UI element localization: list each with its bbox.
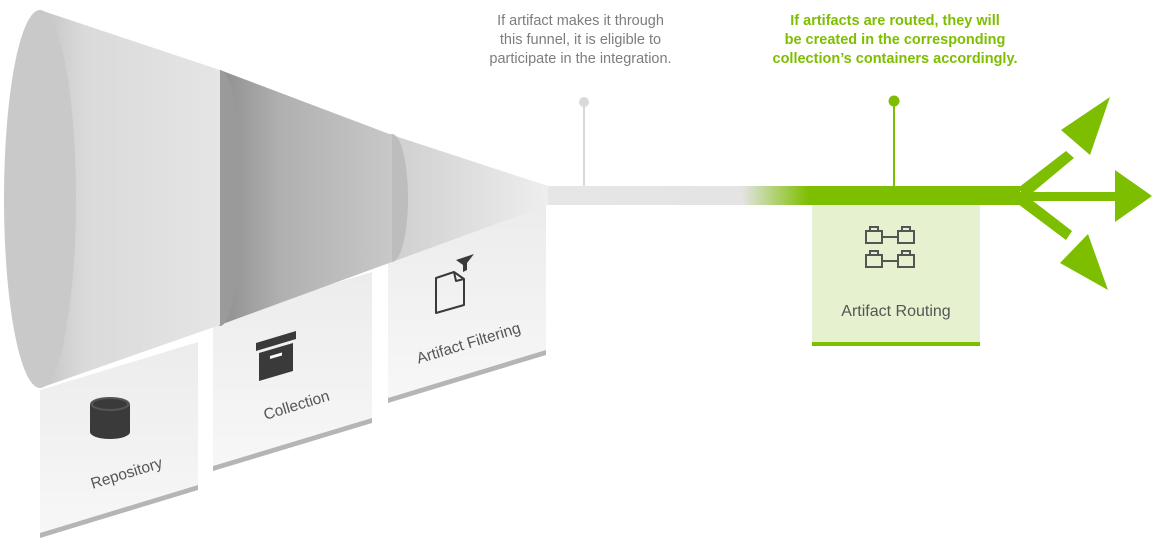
database-icon	[90, 397, 130, 439]
integration-pipe	[540, 186, 1020, 205]
routing-note: If artifacts are routed, they will be cr…	[772, 13, 1018, 67]
routing-label: Artifact Routing	[841, 303, 951, 320]
archive-box-icon	[256, 331, 296, 381]
artifact-routing-panel	[812, 205, 980, 346]
funnel-repository-segment	[4, 10, 220, 388]
filtered-document-icon	[435, 254, 474, 314]
eligibility-note: If artifact makes it through this funnel…	[489, 13, 672, 67]
routing-arrows	[1018, 97, 1152, 290]
linked-nodes-icon	[865, 226, 915, 268]
eligibility-note-connector	[579, 97, 589, 186]
routing-note-connector	[888, 95, 900, 186]
artifact-filtering-panel	[388, 205, 546, 403]
